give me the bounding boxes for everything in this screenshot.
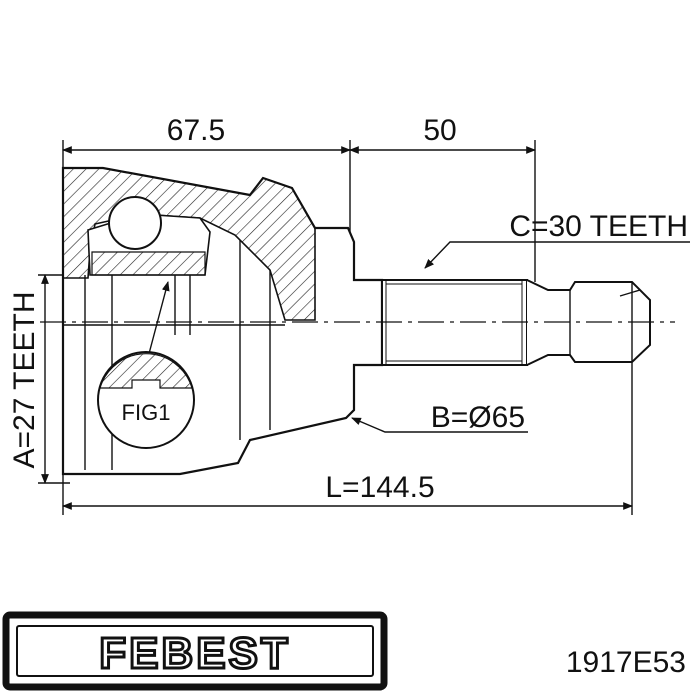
inner-spline-label: A=27 TEETH (8, 291, 41, 468)
diameter-label: B=Ø65 (431, 401, 525, 434)
leader-diameter (351, 417, 528, 433)
leader-spline-outer (424, 241, 690, 269)
spline-outer-label: C=30 TEETH (509, 210, 688, 243)
ball (108, 196, 162, 250)
brand-name: FEBEST (99, 629, 291, 678)
brand-logo: FEBEST (2, 611, 388, 691)
part-number: 1917E53 (565, 646, 686, 679)
cage-hatch (91, 251, 206, 276)
dim-text-top-left: 67.5 (167, 114, 225, 147)
detail-bubble-hatch (99, 353, 193, 389)
length-label: L=144.5 (325, 471, 434, 504)
detail-label: FIG1 (122, 400, 171, 425)
dim-text-top-right: 50 (423, 114, 456, 147)
